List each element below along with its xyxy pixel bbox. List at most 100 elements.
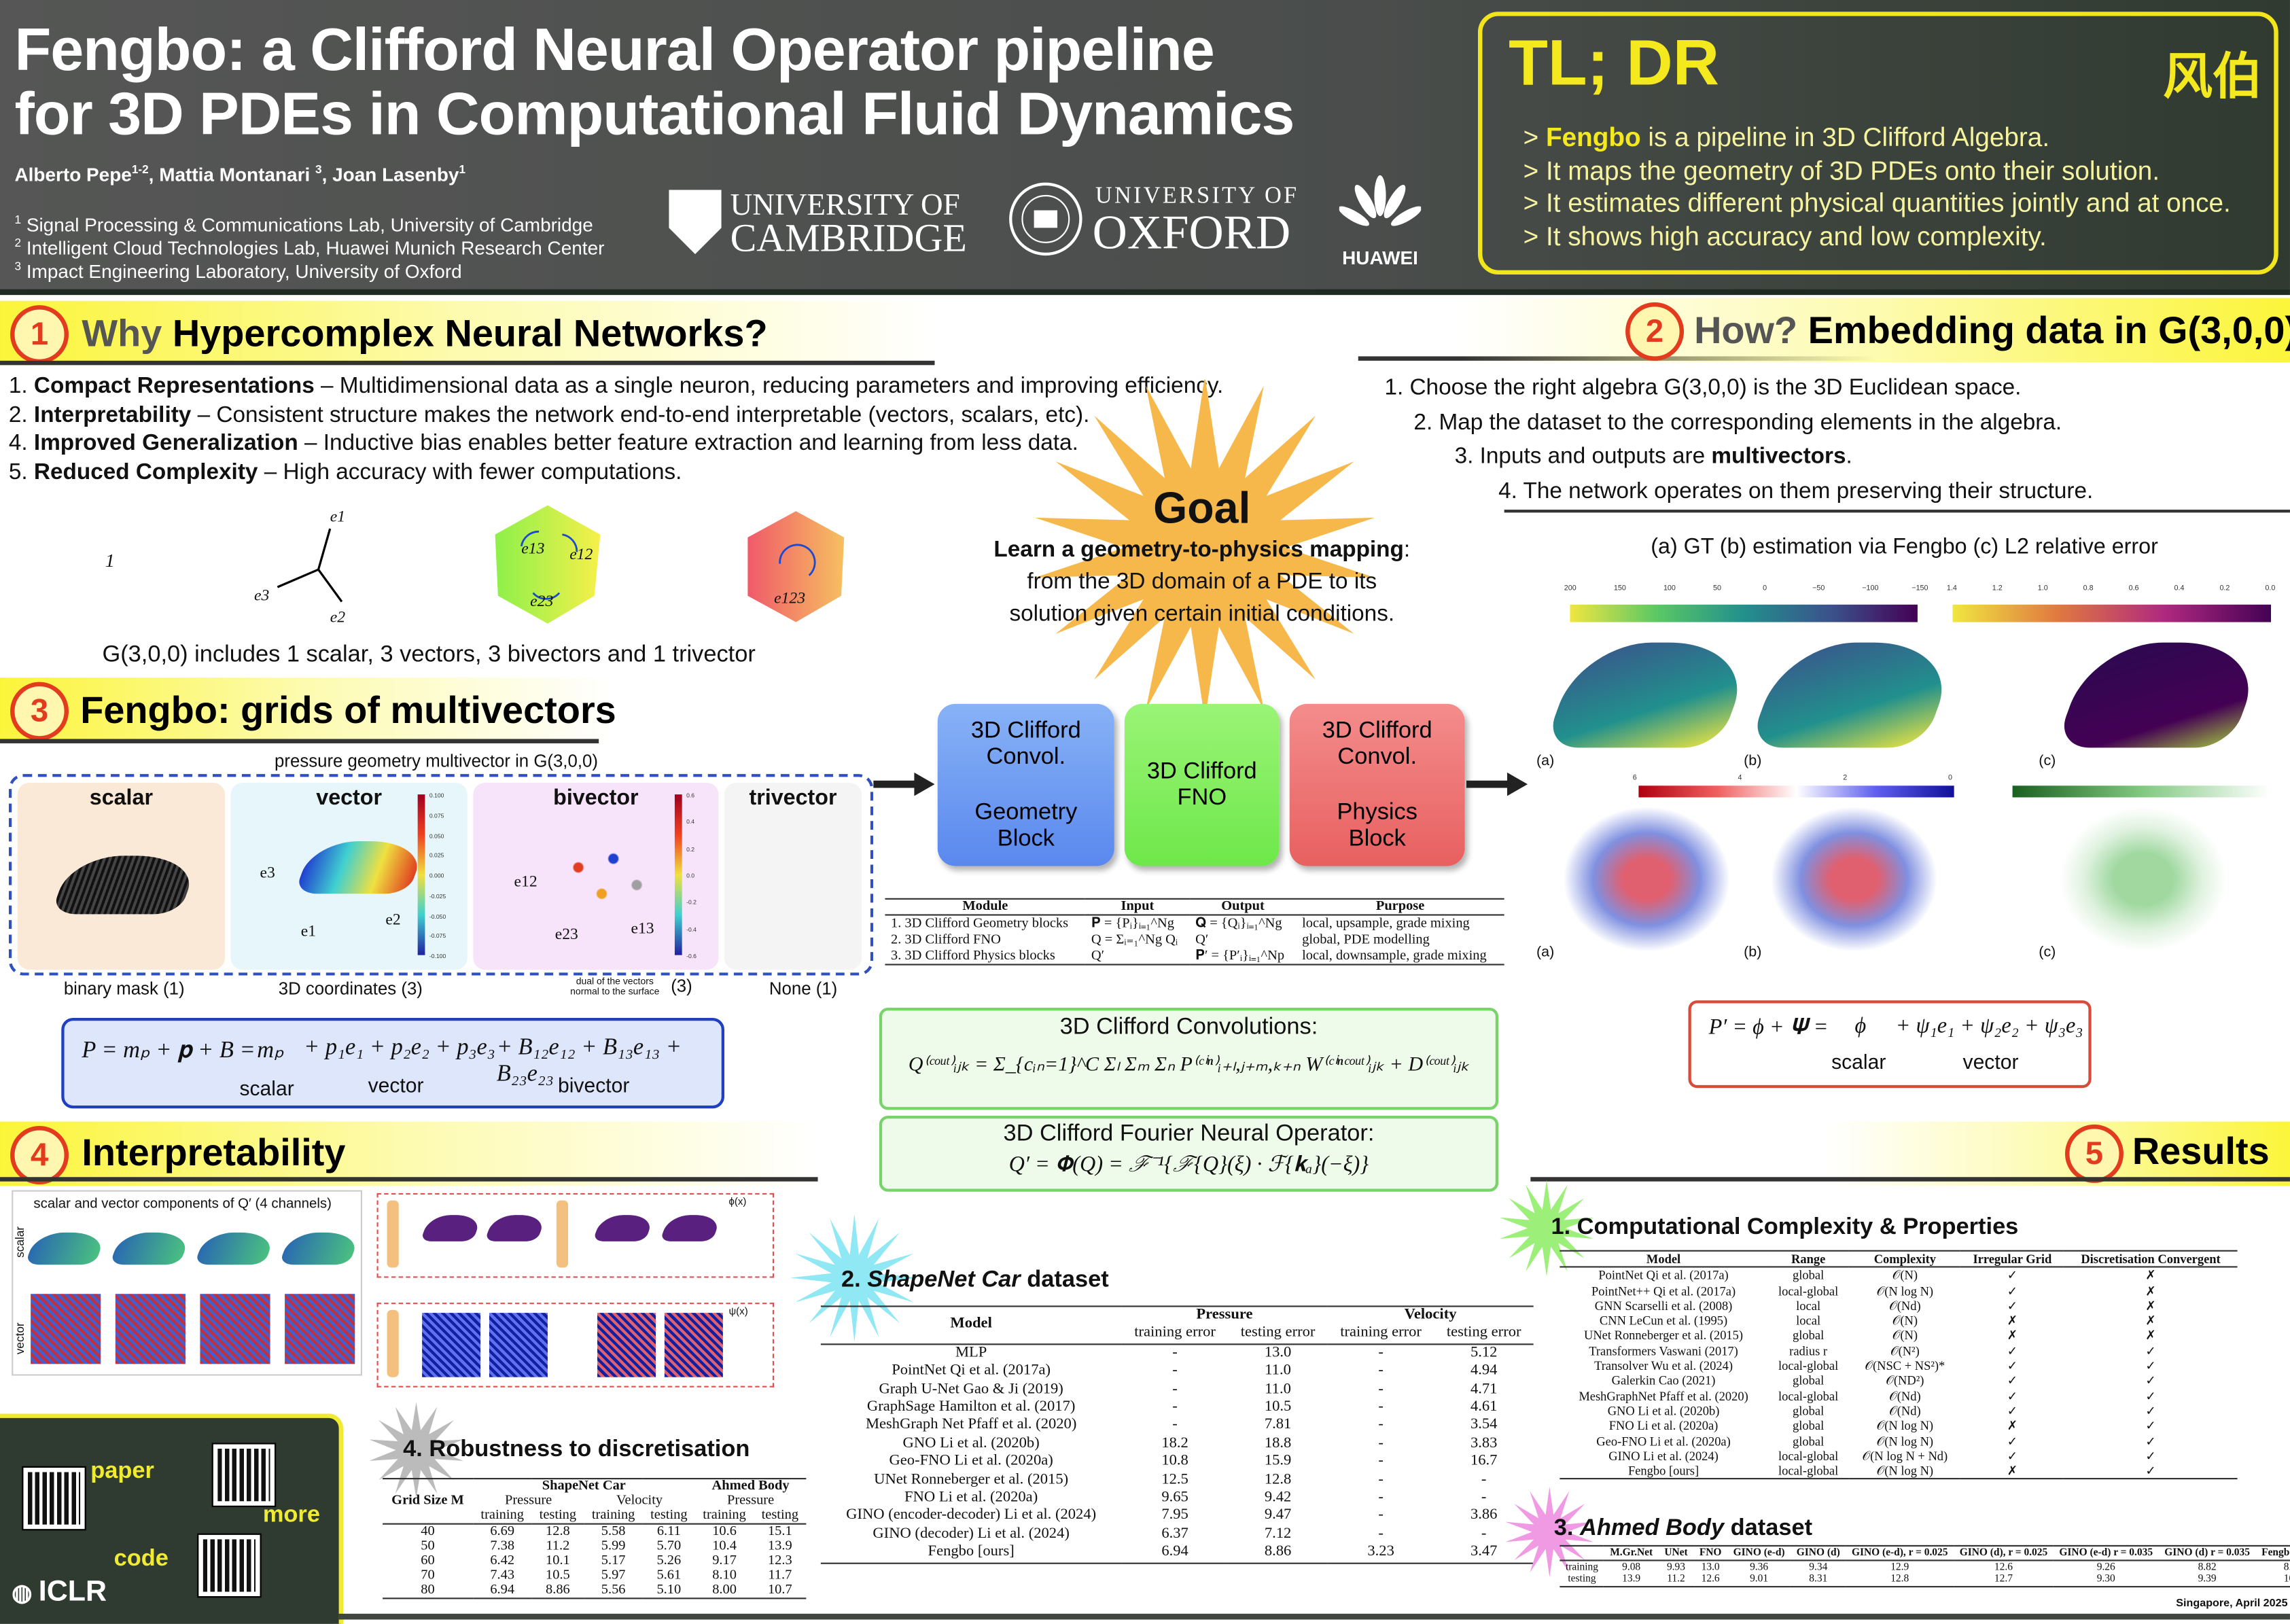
column-header: GINO (e-d) — [1733, 1547, 1785, 1559]
table-cell: local-global — [1778, 1463, 1839, 1479]
colorbar-tick: -0.6 — [686, 952, 697, 960]
colorbar-tick: 0.2 — [2219, 584, 2230, 593]
row-label: Transformers Vaswani (2017) — [1589, 1343, 1738, 1358]
bivector-scatter-image — [543, 832, 660, 920]
ahmed-starburst — [1505, 1486, 1594, 1578]
row-label: Galerkin Cao (2021) — [1611, 1373, 1716, 1388]
title-line-1: Fengbo: a Clifford Neural Operator pipel… — [14, 16, 1214, 84]
table-cell: 6.94 — [490, 1583, 515, 1598]
step: 1. Choose the right algebra G(3,0,0) is … — [1384, 375, 2022, 400]
scalar-panel: scalar — [17, 782, 225, 970]
starburst-shape — [1035, 379, 1375, 716]
e2-label: e2 — [330, 609, 346, 627]
colorbar-tick: 200 — [1564, 584, 1576, 593]
code-link[interactable]: code — [113, 1547, 169, 1572]
section-1-title: Why Hypercomplex Neural Networks? — [82, 311, 768, 355]
table-cell: 6.37 — [1161, 1525, 1188, 1542]
column-header: training error — [1340, 1325, 1422, 1341]
column-header: Purpose — [1375, 899, 1425, 915]
more-link[interactable]: more — [262, 1502, 320, 1528]
column-header: testing — [650, 1508, 688, 1523]
e23-label: e23 — [530, 593, 554, 611]
table-cell: 12.6 — [1994, 1560, 2013, 1572]
row-label: FNO Li et al. (2020a) — [1608, 1418, 1719, 1433]
code-qr-code[interactable] — [197, 1533, 262, 1598]
table-cell: 13.9 — [1622, 1572, 1641, 1585]
table-cell: 9.17 — [712, 1553, 737, 1569]
table-cell: - — [1378, 1507, 1384, 1524]
row-label: Graph U-Net Gao & Ji (2019) — [879, 1381, 1063, 1397]
tldr-bullet: > It estimates different physical quanti… — [1523, 188, 2231, 218]
colorbar-tick: 4 — [1738, 774, 1742, 783]
table-cell: global — [1793, 1328, 1825, 1343]
divider — [1504, 510, 2290, 513]
tldr-title: TL; DR — [1509, 27, 1720, 100]
column-header: GINO (d), r = 0.025 — [1959, 1547, 2048, 1559]
table-cell: global — [1793, 1418, 1825, 1433]
column-header: FNO — [1699, 1547, 1722, 1559]
row-label: FNO Li et al. (2020a) — [904, 1489, 1038, 1506]
table-cell: 𝒪(Nd) — [1889, 1298, 1921, 1313]
paper-link[interactable]: paper — [90, 1459, 154, 1484]
column-header: GINO (e-d), r = 0.025 — [1851, 1547, 1948, 1559]
error-colorbar — [1952, 604, 2272, 622]
section-number: 1 — [10, 305, 69, 364]
section-4-header — [0, 1121, 818, 1186]
table-cell: local — [1796, 1298, 1821, 1313]
column-header: Discretisation Convergent — [2081, 1251, 2221, 1267]
table-cell: 9.26 — [2096, 1560, 2115, 1572]
table-cell: ✗ — [2145, 1328, 2156, 1343]
table-row: MeshGraph Net Pfaff et al. (2020)-7.81-3… — [821, 1417, 1534, 1436]
table-cell: - — [1378, 1525, 1384, 1542]
column-header: Model — [1646, 1251, 1681, 1267]
table-cell: 5.10 — [656, 1583, 682, 1598]
starburst-shape — [369, 1402, 463, 1499]
table-cell: 7.43 — [490, 1568, 515, 1583]
starburst-shape — [790, 1213, 919, 1343]
colorbar-tick: 0 — [1763, 584, 1767, 593]
channel-image — [109, 1232, 192, 1265]
table-cell: 9.47 — [1264, 1507, 1292, 1524]
section-3-header — [0, 677, 614, 742]
table-cell: local-global — [1778, 1388, 1839, 1403]
clifford-conv-box: 3D Clifford Convolutions: Q⁽ᶜᵒᵘᵗ⁾ᵢⱼₖ = Σ… — [879, 1007, 1499, 1110]
vector-axes-icon — [277, 528, 343, 603]
table-cell: ✓ — [2007, 1358, 2018, 1373]
column-header: testing error — [1240, 1325, 1316, 1341]
colorbar-tick: 50 — [1713, 584, 1721, 593]
colorbar-tick: 1.0 — [2037, 584, 2048, 593]
e1-label: e1 — [330, 508, 346, 526]
table-cell: 15.1 — [767, 1524, 792, 1540]
table-cell: 4.71 — [1470, 1381, 1498, 1397]
colorbar-tick: -0.4 — [686, 925, 697, 933]
channel-image — [24, 1232, 107, 1265]
colorbar-tick: -0.075 — [429, 932, 446, 940]
panel-sublabel: 3D coordinates (3) — [278, 978, 423, 1000]
table-cell: 5.56 — [601, 1583, 626, 1598]
colorbar-tick: −150 — [1912, 584, 1928, 593]
row-label: PointNet Qi et al. (2017a) — [1598, 1268, 1729, 1283]
section-5-title: Results — [2132, 1129, 2270, 1173]
panel-sublabel: None (1) — [769, 978, 838, 1000]
colorbar-tick: -0.050 — [429, 912, 446, 919]
car-gt-image — [1543, 642, 1757, 748]
table-cell: ✗ — [2145, 1268, 2156, 1283]
column-header: GINO (d) — [1796, 1547, 1840, 1559]
more-qr-code[interactable] — [211, 1443, 277, 1507]
paper-qr-code[interactable] — [22, 1466, 86, 1531]
table-cell: 𝒪(Nd) — [1889, 1403, 1921, 1418]
table-cell: - — [1378, 1453, 1384, 1470]
column-header: Pressure — [1196, 1307, 1253, 1324]
table-cell: ✓ — [2145, 1373, 2156, 1388]
